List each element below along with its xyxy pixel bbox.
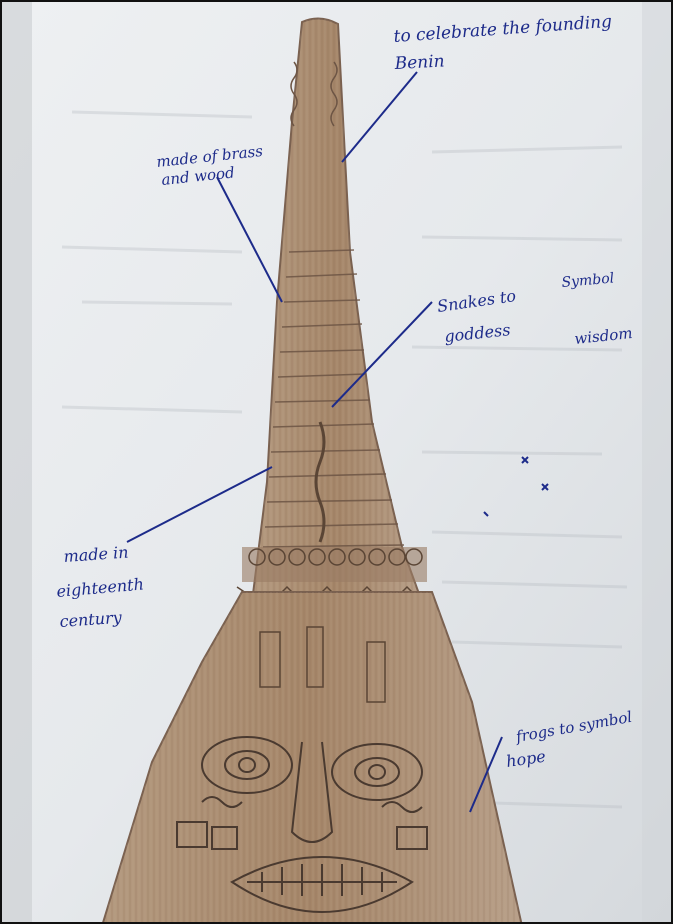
- annotation-benin: Benin: [393, 51, 445, 74]
- page-shadow: [2, 2, 32, 924]
